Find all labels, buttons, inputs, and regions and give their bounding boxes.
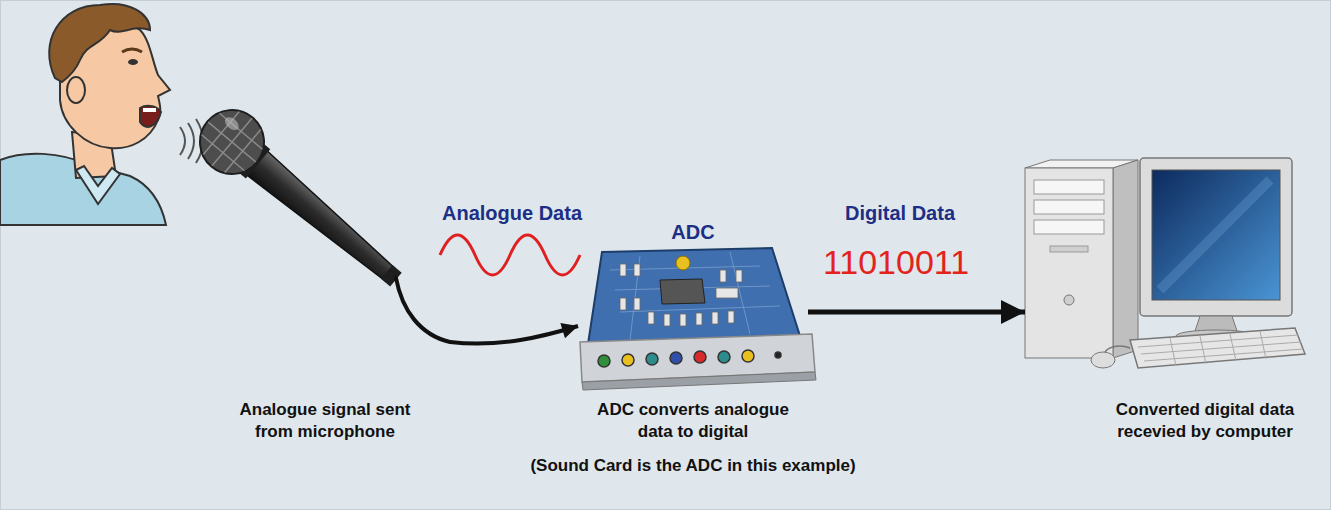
chip	[660, 279, 705, 304]
hair	[49, 4, 150, 82]
component	[664, 314, 670, 326]
mic-highlight	[222, 115, 241, 133]
ear	[67, 77, 85, 103]
screen-glare	[1160, 180, 1270, 290]
connector-line	[450, 326, 578, 344]
drive-bay	[1034, 220, 1104, 234]
keyboard	[1130, 328, 1305, 368]
adc-node: ADC ADC converts analogue data to digital	[578, 222, 808, 487]
connector-line	[808, 310, 1025, 315]
sound-wave	[180, 127, 185, 155]
mic-head	[187, 97, 277, 187]
drive-bay	[1034, 180, 1104, 194]
component	[696, 313, 702, 325]
sound-card-illustration	[580, 248, 816, 390]
person-illustration	[0, 4, 170, 225]
computer-node: Converted digital data recevied by compu…	[1025, 160, 1315, 450]
audio-jack	[742, 350, 754, 362]
binary-data: 11010011	[823, 242, 969, 282]
computer-illustration	[1025, 158, 1305, 368]
signal-label: Digital Data	[845, 201, 955, 225]
monitor-screen	[1152, 170, 1280, 300]
analogue-wave	[440, 235, 580, 275]
bracket-edge	[582, 372, 816, 390]
component	[712, 312, 718, 324]
tower-side	[1113, 160, 1138, 358]
eyebrow	[122, 49, 142, 52]
audio-jack	[694, 351, 706, 363]
monitor-bezel	[1140, 158, 1292, 316]
audio-jacks	[598, 350, 781, 367]
keyboard-keys	[1138, 331, 1303, 366]
bracket-hole	[775, 352, 781, 358]
tower-front	[1025, 168, 1113, 358]
component	[720, 270, 726, 282]
signal-arrow	[808, 300, 1025, 324]
signal-arrow	[450, 323, 578, 344]
component	[620, 264, 626, 276]
open-mouth	[140, 106, 161, 127]
component	[736, 270, 742, 282]
component	[634, 264, 640, 276]
teeth	[143, 108, 156, 112]
mouse	[1091, 352, 1115, 368]
yellow-component	[676, 256, 690, 270]
sound-wave	[188, 123, 194, 159]
audio-jack	[670, 352, 682, 364]
eye	[128, 59, 138, 65]
component	[620, 298, 626, 310]
mouse-cable	[1105, 346, 1130, 352]
component	[648, 312, 654, 324]
mic-handle	[243, 148, 400, 287]
drive-bay	[1034, 200, 1104, 214]
audio-jack	[598, 355, 610, 367]
audio-jack	[622, 354, 634, 366]
mic-cable	[396, 278, 450, 342]
signal-label: Analogue Data	[442, 201, 582, 225]
microphone-illustration	[187, 97, 417, 304]
caption-text: ADC converts analogue data to digital	[578, 399, 808, 443]
circuit-board	[588, 248, 800, 344]
caption-text: Converted digital data recevied by compu…	[1105, 399, 1305, 443]
arrow-head	[560, 323, 578, 338]
audio-jack	[646, 353, 658, 365]
caption-text: Analogue signal sent from microphone	[230, 399, 420, 443]
power-button	[1064, 295, 1074, 305]
component	[728, 311, 734, 323]
microphone-node: Analogue signal sent from microphone	[200, 95, 450, 440]
board-components	[620, 264, 742, 326]
note-text: (Sound Card is the ADC in this example)	[530, 455, 855, 477]
floppy-slot	[1050, 246, 1088, 252]
collar	[76, 166, 120, 204]
device-label: ADC	[671, 220, 714, 244]
component	[634, 298, 640, 310]
audio-jack	[718, 351, 730, 363]
board-traces	[610, 252, 780, 340]
component	[680, 314, 686, 326]
component	[716, 288, 738, 298]
arrow-head	[1001, 300, 1025, 324]
mic-grille	[188, 98, 275, 185]
